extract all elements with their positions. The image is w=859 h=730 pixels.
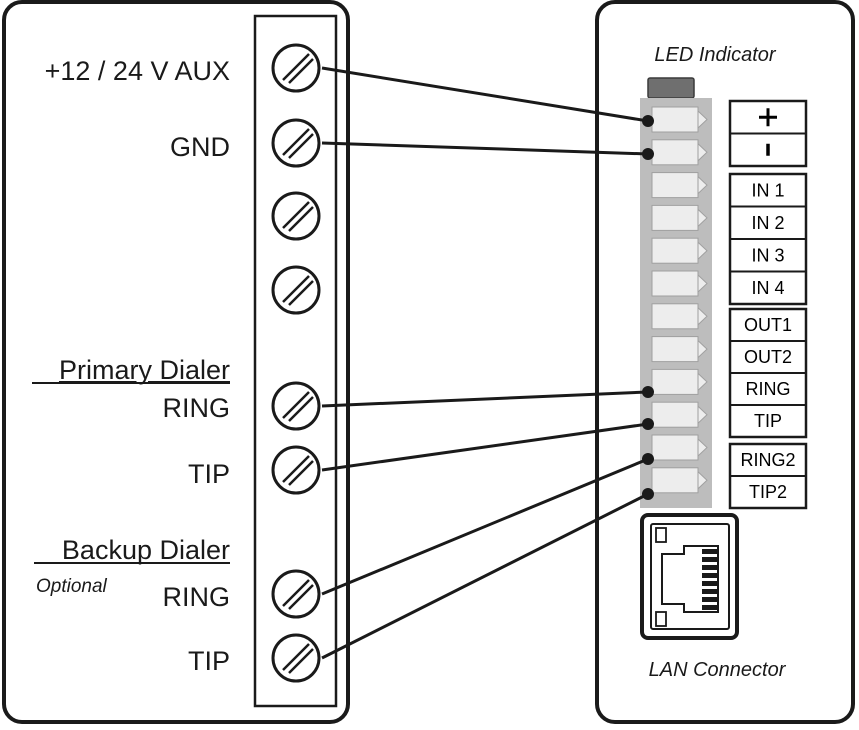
screw-icon xyxy=(271,43,321,93)
wire-primary-tip xyxy=(321,422,649,472)
connector-slot xyxy=(651,172,708,199)
lan-connector-label: LAN Connector xyxy=(649,659,787,681)
connector-slot xyxy=(651,401,708,428)
connector-slot xyxy=(651,368,708,395)
wires xyxy=(321,66,649,660)
terminal-label-tip2: TIP2 xyxy=(749,482,787,502)
wire-backup-ring xyxy=(321,457,649,596)
connector-slot xyxy=(651,336,708,363)
connector-slot xyxy=(651,270,708,297)
terminal-label-tip: TIP xyxy=(754,411,782,431)
aux-label: +12 / 24 V AUX xyxy=(45,56,230,86)
primary-dialer-header: Primary Dialer xyxy=(59,355,230,385)
endpoint-ring2 xyxy=(642,453,654,465)
gnd-label: GND xyxy=(170,132,230,162)
backup-tip-label: TIP xyxy=(188,646,230,676)
endpoint-plus xyxy=(642,115,654,127)
led-indicator-label: LED Indicator xyxy=(654,44,777,66)
backup-ring-label: RING xyxy=(163,582,231,612)
connector-slot xyxy=(651,237,708,264)
endpoint-minus xyxy=(642,148,654,160)
screw-icon xyxy=(271,191,321,241)
connector-slot xyxy=(651,467,708,494)
connector-slot xyxy=(651,303,708,330)
screw-terminals xyxy=(271,43,321,683)
terminal-label-out1: OUT1 xyxy=(744,315,792,335)
endpoint-ring xyxy=(642,386,654,398)
connector-slots xyxy=(651,106,708,494)
terminal-label-ring2: RING2 xyxy=(740,450,795,470)
terminal-label-in2: IN 2 xyxy=(751,213,784,233)
wire-aux-to-plus xyxy=(321,66,649,123)
screw-icon xyxy=(271,265,321,315)
connector-slot xyxy=(651,106,708,133)
terminal-label-in3: IN 3 xyxy=(751,245,784,265)
terminal-label-in4: IN 4 xyxy=(751,278,784,298)
lan-connector-icon xyxy=(640,513,739,640)
screw-icon xyxy=(271,381,321,431)
led-indicator xyxy=(647,77,695,99)
wire-primary-ring xyxy=(321,390,649,408)
terminal-label-ring: RING xyxy=(746,379,791,399)
connector-slot xyxy=(651,204,708,231)
wire-gnd-to-minus xyxy=(321,141,649,156)
primary-tip-label: TIP xyxy=(188,459,230,489)
endpoint-tip xyxy=(642,418,654,430)
endpoint-tip2 xyxy=(642,488,654,500)
backup-optional-label: Optional xyxy=(36,576,108,597)
wire-endpoints xyxy=(642,115,654,500)
screw-icon xyxy=(271,633,321,683)
screw-icon xyxy=(271,118,321,168)
screw-icon xyxy=(271,569,321,619)
backup-dialer-header: Backup Dialer xyxy=(62,535,230,565)
terminal-label-out2: OUT2 xyxy=(744,347,792,367)
terminal-label-in1: IN 1 xyxy=(751,180,784,200)
wire-backup-tip xyxy=(321,492,649,660)
screw-icon xyxy=(271,445,321,495)
connector-slot xyxy=(651,434,708,461)
primary-ring-label: RING xyxy=(163,393,231,423)
